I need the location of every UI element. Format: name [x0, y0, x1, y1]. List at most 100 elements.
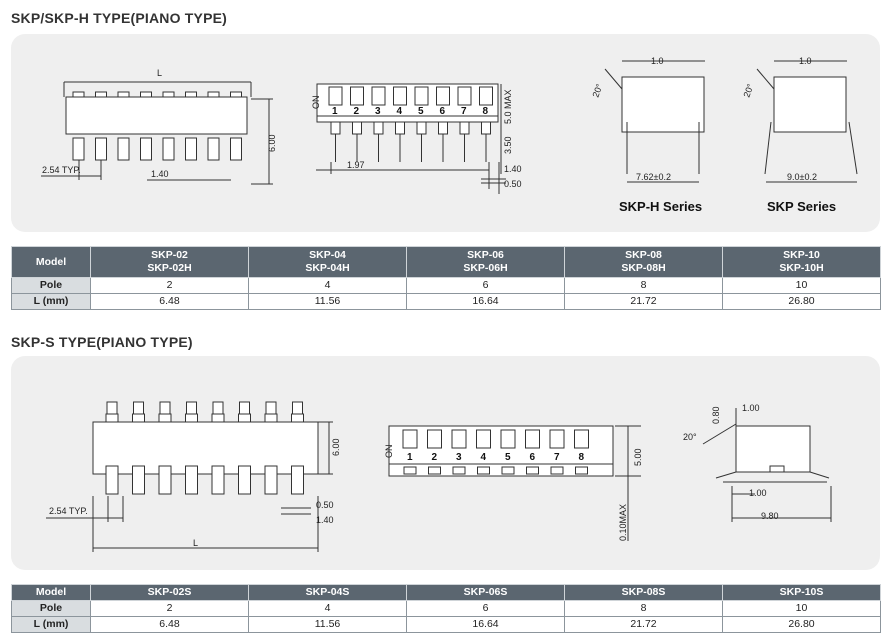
section-title-skp-s: SKP-S TYPE(PIANO TYPE): [11, 334, 193, 350]
switch-key: [549, 429, 565, 449]
switch-key: [525, 429, 540, 449]
switch-pin: [185, 465, 198, 495]
switch-pin: [238, 465, 251, 495]
switch-lead: [477, 466, 490, 475]
switch-actuator-base: [291, 413, 304, 423]
dim-0-50: 0.50: [316, 500, 334, 510]
dim-1-97: 1.97: [347, 160, 365, 170]
switch-pin: [158, 465, 172, 495]
table-cell: 6.48: [90, 293, 249, 310]
header-skp-04h: SKP-04H: [305, 262, 350, 274]
switch-number: 5: [505, 452, 511, 463]
switch-actuator-base: [105, 413, 119, 423]
on-label: ON: [311, 96, 321, 110]
table-cell: 10: [722, 600, 881, 617]
switch-key: [451, 429, 467, 449]
switch-actuator: [207, 91, 220, 98]
dim-1-40b: 1.40: [504, 164, 522, 174]
switch-lead: [501, 466, 515, 475]
dim-1-0a: 1.0: [651, 56, 664, 66]
dim-9-80: 9.80: [761, 511, 779, 521]
table-cell: 4: [248, 600, 407, 617]
dim-0-50: 0.50: [504, 179, 522, 189]
switch-actuator-base: [132, 413, 145, 423]
switch-lead: [526, 466, 539, 475]
dim-9-0: 9.0±0.2: [787, 172, 817, 182]
table-cell: 21.72: [564, 293, 723, 310]
switch-pin: [230, 137, 242, 161]
header-skp-08s: SKP-08S: [564, 584, 723, 601]
header-model: Model: [11, 246, 91, 278]
switch-lead: [550, 466, 564, 475]
dim-pitch: 2.54 TYP.: [49, 506, 88, 516]
switch-key: [436, 86, 450, 106]
header-skp-04: SKP-04: [309, 249, 346, 261]
table-cell: 26.80: [722, 293, 881, 310]
table-row: L (mm) 6.48 11.56 16.64 21.72 26.80: [11, 616, 881, 633]
switch-lead: [452, 466, 466, 475]
switch-actuator-base: [158, 413, 172, 423]
dim-3-50: 3.50: [503, 136, 513, 154]
dim-1-00b: 1.00: [749, 488, 767, 498]
header-skp-08h: SKP-08H: [621, 262, 666, 274]
table-cell: 10: [722, 277, 881, 294]
dim-1-40: 1.40: [151, 169, 169, 179]
dim-1-00a: 1.00: [742, 403, 760, 413]
switch-pin: [264, 465, 278, 495]
switch-key: [414, 86, 429, 106]
switch-key: [479, 86, 493, 106]
switch-key: [402, 429, 418, 449]
table-cell: 16.64: [406, 293, 565, 310]
table-cell: 4: [248, 277, 407, 294]
switch-lead: [438, 121, 448, 135]
switch-actuator: [117, 91, 130, 98]
table-cell: 6.48: [90, 616, 249, 633]
table-cell: 21.72: [564, 616, 723, 633]
switch-number: 1: [407, 452, 413, 463]
row-label-pole: Pole: [11, 600, 91, 617]
switch-actuator: [265, 401, 277, 415]
switch-actuator: [95, 91, 107, 98]
switch-pin: [105, 465, 119, 495]
dim-L: L: [193, 538, 198, 548]
table-cell: 2: [90, 277, 249, 294]
switch-key: [350, 86, 364, 106]
switch-pin: [132, 465, 145, 495]
switch-number: 7: [554, 452, 560, 463]
table-cell: 8: [564, 277, 723, 294]
switch-number: 3: [375, 106, 381, 117]
dim-pitch: 2.54 TYP.: [42, 165, 81, 175]
switch-lead: [428, 466, 441, 475]
dim-L: L: [157, 68, 162, 78]
dim-1-40: 1.40: [316, 515, 334, 525]
switch-actuator: [185, 91, 197, 98]
switch-number: 8: [579, 452, 585, 463]
dim-6-00: 6.00: [267, 134, 277, 152]
table-row: L (mm) 6.48 11.56 16.64 21.72 26.80: [11, 293, 881, 310]
switch-actuator: [212, 401, 224, 415]
header-skp-10s: SKP-10S: [722, 584, 881, 601]
switch-number: 2: [354, 106, 360, 117]
switch-lead: [352, 121, 362, 135]
switch-actuator-base: [185, 413, 198, 423]
switch-number: 5: [418, 106, 424, 117]
spec-table-skp-s: Model SKP-02S SKP-04S SKP-06S SKP-08S SK…: [11, 584, 881, 633]
switch-key: [371, 86, 386, 106]
dim-7-62: 7.62±0.2: [636, 172, 671, 182]
table-cell: 6: [406, 600, 565, 617]
switch-actuator-base: [211, 413, 225, 423]
table-header-row: Model SKP-02S SKP-04S SKP-06S SKP-08S SK…: [11, 584, 881, 601]
switch-number: 4: [481, 452, 487, 463]
on-label: ON: [384, 445, 394, 459]
switch-pin: [140, 137, 152, 161]
switch-lead: [575, 466, 588, 475]
dim-0-80: 0.80: [711, 406, 721, 424]
switch-actuator-base: [264, 413, 278, 423]
